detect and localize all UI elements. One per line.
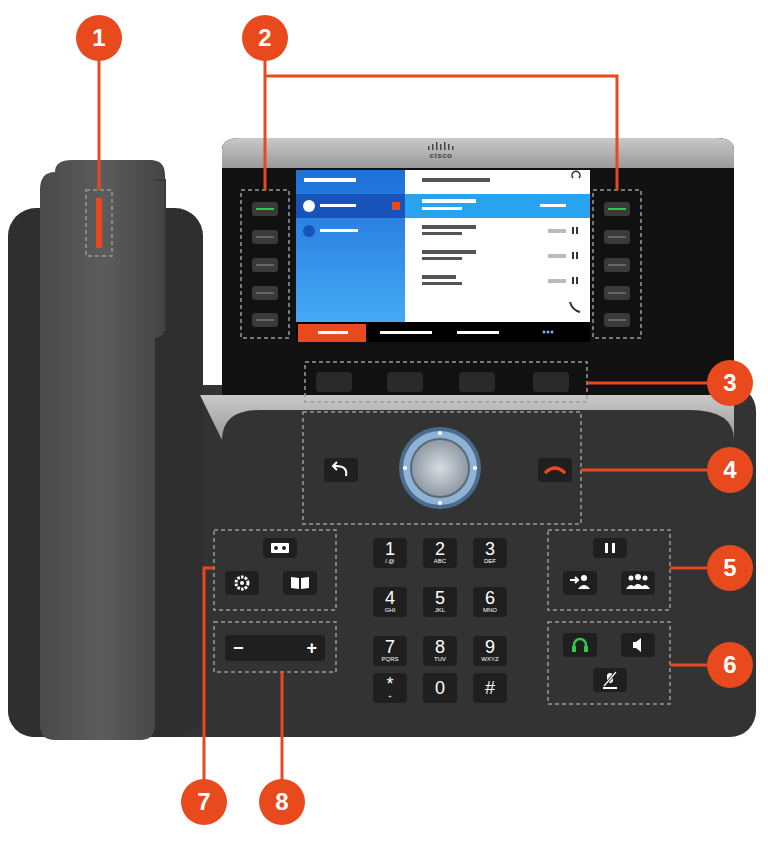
key-letters: ABC [434, 558, 446, 565]
line-keys [252, 202, 630, 327]
key-letters: DEF [484, 558, 496, 565]
key-letters: WXYZ [481, 656, 498, 663]
mute-key [593, 668, 627, 692]
group-outlines [86, 190, 670, 704]
key-digit: 2 [435, 541, 445, 558]
soft-keys [316, 372, 569, 392]
key-digit: * [386, 676, 393, 693]
key-digit: 4 [385, 590, 395, 607]
callout-text: 1 [92, 26, 105, 50]
key-letters: TUV [434, 656, 446, 663]
callout-number: 2 [242, 15, 288, 61]
key-digit: 1 [385, 541, 395, 558]
keypad-key: 0 [423, 673, 457, 703]
display-line-panel [296, 170, 405, 322]
callout-number: 8 [259, 779, 305, 825]
key-digit: 3 [485, 541, 495, 558]
key-letters: MNO [483, 607, 497, 614]
conference-key [621, 571, 655, 595]
voicemail-key [263, 538, 297, 558]
key-digit: 5 [435, 590, 445, 607]
keypad-key: 8TUV [423, 636, 457, 666]
callout-number: 1 [76, 15, 122, 61]
brand-logo: cisco [430, 151, 453, 160]
callout-text: 2 [258, 26, 271, 50]
keypad-key: 2ABC [423, 538, 457, 568]
callout-text: 3 [723, 371, 736, 395]
callout-text: 4 [723, 458, 736, 482]
key-digit: 0 [435, 680, 445, 697]
key-letters: /.@ [385, 558, 394, 565]
keypad-key: 5JKL [423, 587, 457, 617]
keypad-key: *+ [373, 673, 407, 703]
key-letters: PQRS [381, 656, 398, 663]
key-digit: 9 [485, 639, 495, 656]
volume-sign: + [306, 639, 317, 657]
callout-text: 6 [723, 653, 736, 677]
key-letters: + [388, 693, 392, 700]
key-digit: # [485, 680, 495, 697]
key-digit: 6 [485, 590, 495, 607]
callout-number: 6 [707, 642, 753, 688]
handset [40, 160, 165, 740]
callout-number: 3 [707, 360, 753, 406]
end-call-key [538, 458, 572, 482]
key-letters: GHI [385, 607, 396, 614]
hold-key [593, 538, 627, 558]
volume-sign: − [233, 639, 244, 657]
callout-number: 7 [181, 779, 227, 825]
key-digit: 7 [385, 639, 395, 656]
callout-text: 7 [197, 790, 210, 814]
callout-number: 4 [707, 447, 753, 493]
keypad-key: 4GHI [373, 587, 407, 617]
keypad-key: 6MNO [473, 587, 507, 617]
message-indicator [96, 198, 102, 248]
key-letters: JKL [435, 607, 445, 614]
keypad-key: 1/.@ [373, 538, 407, 568]
keypad-key: # [473, 673, 507, 703]
back-key [324, 458, 358, 482]
cisco-logo-bars [428, 142, 454, 150]
screen-housing [222, 138, 734, 410]
callout-number: 5 [707, 545, 753, 591]
speaker-key [621, 633, 655, 657]
callout-text: 8 [275, 790, 288, 814]
settings-key [225, 571, 259, 595]
callout-text: 5 [723, 556, 736, 580]
leader-lines [99, 60, 708, 780]
headset-key [563, 633, 597, 657]
volume-key: −+ [225, 635, 325, 661]
transfer-key [563, 571, 597, 595]
keypad-key: 7PQRS [373, 636, 407, 666]
display [296, 170, 590, 342]
top-bar [222, 138, 734, 168]
nav-ring [399, 427, 481, 509]
directory-key [283, 571, 317, 595]
keypad-key: 9WXYZ [473, 636, 507, 666]
keypad-key: 3DEF [473, 538, 507, 568]
key-digit: 8 [435, 639, 445, 656]
